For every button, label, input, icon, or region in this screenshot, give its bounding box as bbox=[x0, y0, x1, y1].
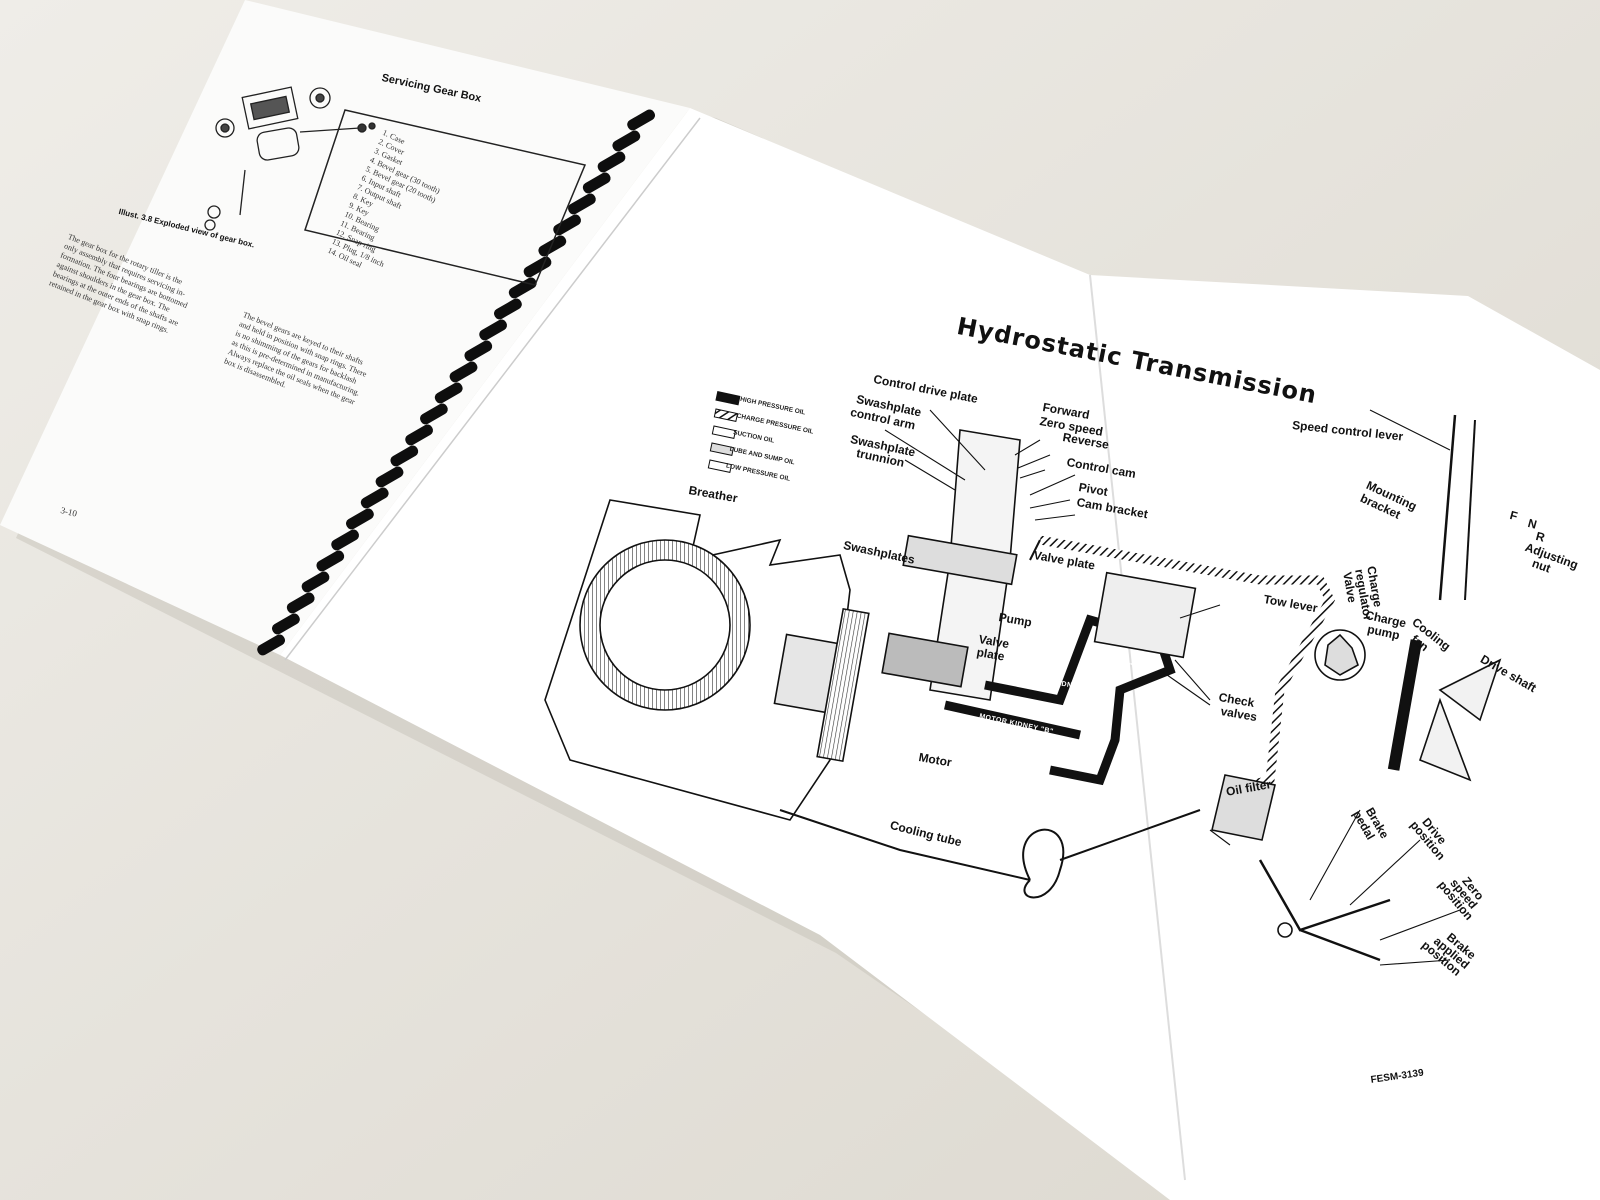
binding-coil bbox=[612, 130, 641, 152]
binding-coil bbox=[390, 445, 419, 467]
binding-coil bbox=[464, 340, 493, 362]
gear-box-exploded-view bbox=[204, 86, 376, 231]
binding-coil bbox=[582, 172, 611, 194]
binding-coil bbox=[375, 466, 404, 488]
binding-coil bbox=[568, 193, 596, 215]
binding-coil bbox=[331, 529, 360, 551]
spiral-binding bbox=[257, 109, 656, 656]
binding-coil bbox=[494, 298, 522, 320]
binding-coil bbox=[272, 613, 300, 635]
binding-coil bbox=[301, 571, 330, 593]
binding-coil bbox=[538, 235, 567, 257]
left-page bbox=[0, 0, 690, 655]
binding-coil bbox=[346, 508, 374, 530]
binding-coil bbox=[449, 361, 478, 383]
binding-coil bbox=[434, 382, 463, 404]
binding-coil bbox=[360, 487, 389, 509]
transmission-diagram bbox=[544, 391, 1502, 966]
binding-coil bbox=[627, 109, 656, 131]
binding-coil bbox=[597, 151, 626, 173]
binding-coil bbox=[508, 277, 537, 299]
binding-coil bbox=[316, 550, 345, 572]
binding-coil bbox=[257, 634, 286, 656]
binding-coil bbox=[286, 592, 315, 614]
binding-coil bbox=[405, 424, 434, 446]
binding-coil bbox=[420, 403, 448, 425]
binding-coil bbox=[479, 319, 508, 341]
parts-list-box bbox=[304, 109, 587, 286]
binding-coil bbox=[553, 214, 582, 236]
